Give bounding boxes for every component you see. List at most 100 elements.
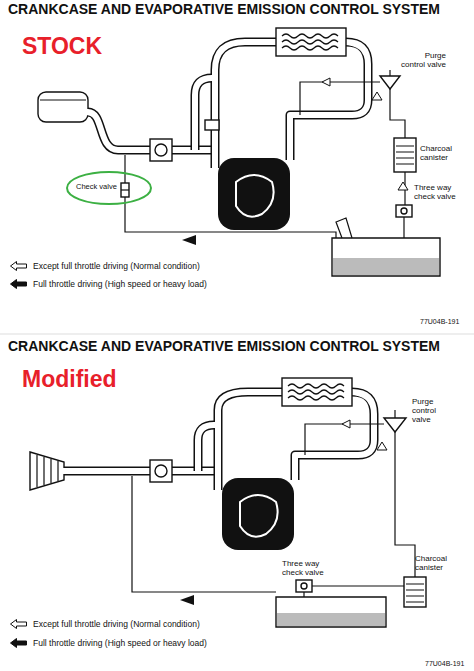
part-label: Purge control valve: [412, 398, 439, 424]
evap-parts: [132, 410, 426, 627]
hose-line: [303, 592, 304, 597]
hose-line: [312, 585, 404, 586]
part-label: Three way check valve: [414, 184, 458, 202]
throttle-housing: [150, 139, 172, 161]
intake-pipe: [198, 425, 214, 471]
part-label: Check valve: [76, 183, 117, 191]
cone-filter-body: [30, 452, 64, 490]
legend-arrow: [10, 261, 27, 271]
legend-arrow-shape: [11, 620, 27, 629]
panel-tag: STOCK: [22, 34, 102, 59]
canister-hatch: [406, 584, 424, 602]
part-label: Charcoal canister: [420, 145, 456, 163]
fuel-level: [333, 258, 439, 275]
figure-code: 77U04B-191: [425, 660, 464, 668]
fuel-tank: [276, 597, 386, 627]
intake-pipe: [215, 42, 276, 168]
engine-block: [218, 158, 290, 230]
legend-text: Except full throttle driving (Normal con…: [33, 619, 200, 629]
legend-arrow-shape: [11, 639, 27, 648]
intake-pipe: [218, 392, 282, 490]
diagram-title: CRANKCASE AND EVAPORATIVE EMISSION CONTR…: [8, 2, 440, 17]
canister-hatch: [396, 146, 414, 164]
engine-block: [222, 478, 294, 550]
legend-arrow-shape: [11, 280, 27, 289]
hose-line: [125, 197, 336, 238]
air-cleaner: [38, 92, 88, 122]
throttle-plate: [155, 144, 167, 156]
legend-entry: Except full throttle driving (Normal con…: [10, 619, 200, 629]
legend-text: Full throttle driving (High speed or hea…: [33, 279, 207, 289]
legend-text: Full throttle driving (High speed or hea…: [33, 638, 207, 648]
flow-arrow: [180, 595, 194, 605]
flow-arrow: [377, 442, 387, 450]
legend-text: Except full throttle driving (Normal con…: [33, 261, 200, 271]
intake-pipes: [88, 42, 368, 168]
three-way-valve-symbol: [296, 580, 312, 592]
intercooler: [276, 28, 346, 56]
air-cleaner-body: [38, 92, 88, 122]
panel-tag: Modified: [22, 367, 117, 392]
cone-filter: [30, 452, 64, 490]
hose-line: [124, 155, 125, 183]
intake-pipe: [290, 42, 368, 160]
legend-arrow: [10, 638, 27, 648]
hose-line: [132, 476, 276, 592]
intercooler: [282, 378, 352, 406]
filter-pleats: [37, 455, 58, 487]
intake-pipe: [198, 425, 214, 471]
legend-arrow-shape: [11, 262, 27, 271]
intake-pipe: [195, 78, 212, 150]
hose-line: [394, 410, 395, 418]
callout-ellipse: [67, 172, 151, 204]
intercooler-fins: [288, 384, 344, 400]
intake-pipe: [64, 467, 150, 476]
valve-ball: [401, 208, 407, 214]
purge-valve-symbol: [384, 418, 406, 432]
figure-code: 77U04B-191: [420, 318, 459, 326]
flow-arrow: [322, 78, 330, 86]
flow-arrow: [372, 92, 382, 100]
valve-callout: Check valve: [66, 171, 152, 205]
hose-line: [395, 432, 415, 577]
air-cleaner-lid: [40, 99, 86, 100]
hose-line: [403, 217, 404, 238]
hose-line: [389, 70, 390, 76]
hose-line: [305, 424, 384, 455]
part-label: Three way check valve: [282, 560, 326, 578]
intercooler-core: [276, 28, 346, 56]
flow-arrow: [398, 182, 408, 190]
rotor: [236, 175, 274, 217]
intake-pipe: [290, 42, 368, 160]
throttle-body: [150, 460, 172, 482]
throttle-housing: [150, 460, 172, 482]
intercooler-core: [282, 378, 352, 406]
canister-symbol: [394, 138, 416, 172]
hose-line: [390, 89, 405, 138]
legend-entry: Full throttle driving (High speed or hea…: [10, 638, 207, 648]
throttle-plate: [155, 465, 167, 477]
legend-arrow: [10, 279, 27, 289]
valve-seat: [121, 189, 129, 190]
diagram-title: CRANKCASE AND EVAPORATIVE EMISSION CONTR…: [8, 339, 440, 354]
rotary-engine: [222, 478, 294, 550]
rotor: [240, 495, 278, 537]
canister-symbol: [404, 577, 426, 607]
rotary-engine: [218, 158, 290, 230]
fuel-tank: [332, 238, 440, 276]
check-valve-symbol: [121, 183, 129, 197]
actuator: [205, 120, 219, 130]
intake-pipe: [218, 392, 282, 490]
evap-parts: [300, 70, 440, 276]
valve-ball: [301, 583, 307, 589]
fuel-level: [277, 613, 385, 626]
purge-valve-symbol: [380, 76, 400, 89]
three-way-valve-symbol: [396, 205, 412, 217]
intake-pipes: [64, 392, 374, 490]
flow-arrow: [182, 235, 196, 245]
flow-arrow: [342, 420, 350, 428]
throttle-body: [150, 120, 219, 161]
